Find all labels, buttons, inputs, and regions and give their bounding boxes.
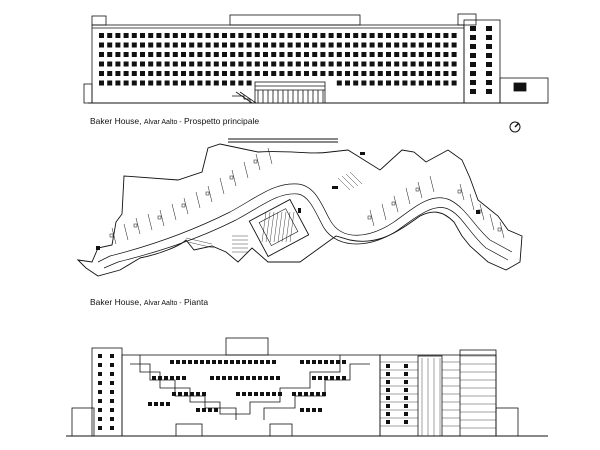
plan-caption-view: Pianta [184, 297, 209, 307]
elevation-caption-architect: Alvar Aalto - [143, 119, 182, 126]
compass-icon [509, 121, 521, 133]
elevation-caption-view: Prospetto principale [184, 116, 260, 126]
floor-plan-drawing [76, 138, 523, 277]
plan-caption-building: Baker House, [90, 297, 142, 307]
main-elevation-drawing [83, 13, 549, 104]
elevation-caption: Baker House, Alvar Aalto - Prospetto pri… [90, 116, 259, 126]
section-elevation-drawing [66, 337, 548, 437]
plan-caption-architect: Alvar Aalto - [143, 300, 182, 307]
plan-caption: Baker House, Alvar Aalto - Pianta [90, 297, 208, 307]
elevation-caption-building: Baker House, [90, 116, 142, 126]
